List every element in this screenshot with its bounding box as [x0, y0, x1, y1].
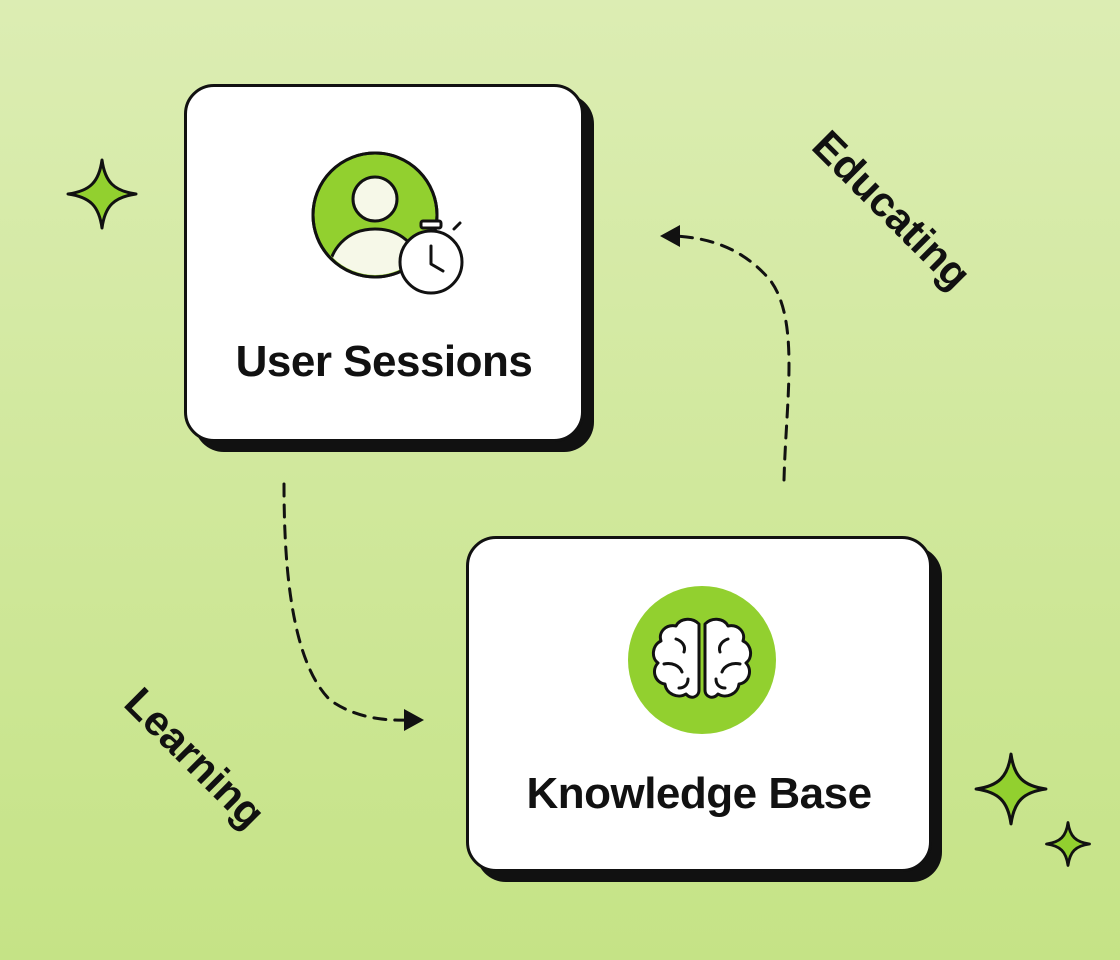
node-user-sessions: User Sessions — [184, 84, 584, 442]
educating-arrowhead — [660, 225, 680, 247]
node-knowledge-base: Knowledge Base — [466, 536, 932, 872]
node-title: Knowledge Base — [526, 769, 872, 818]
sparkle-icon — [64, 156, 140, 232]
user-timer-icon — [309, 149, 469, 299]
sparkle-icon — [1044, 820, 1092, 868]
learning-arrowhead — [404, 709, 424, 731]
brain-icon — [626, 584, 778, 736]
learning-arrow — [282, 482, 412, 722]
node-title: User Sessions — [235, 337, 533, 386]
educating-arrow — [674, 234, 791, 482]
sparkle-icon — [972, 750, 1050, 828]
